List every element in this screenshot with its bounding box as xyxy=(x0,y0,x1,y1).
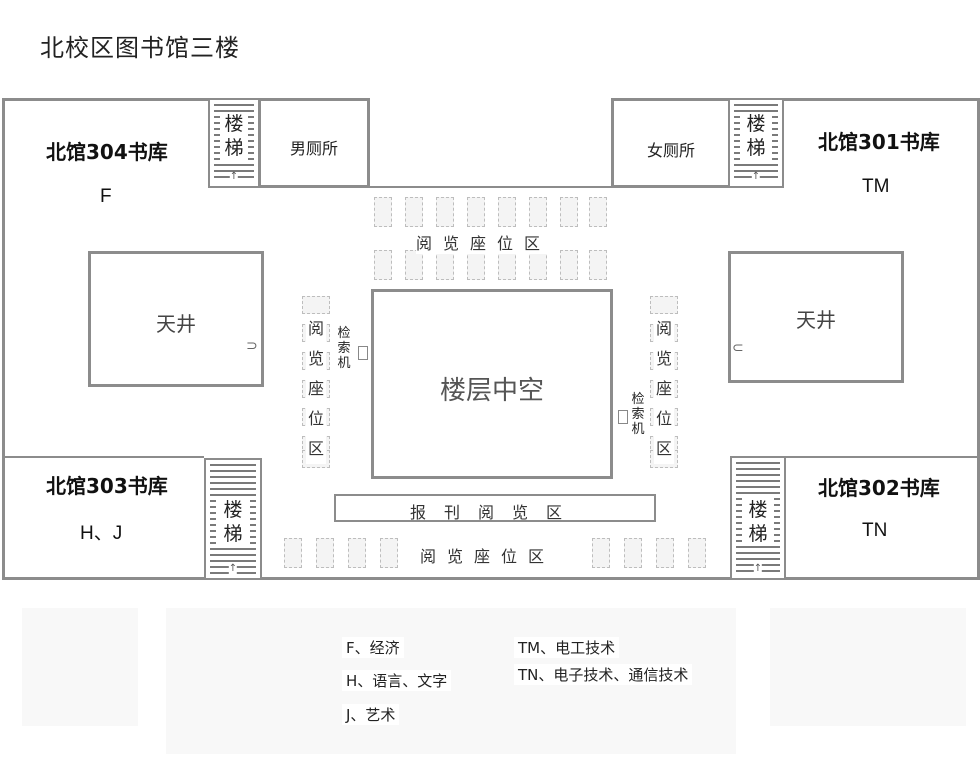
stair-arrow-icon: ↑ xyxy=(229,171,239,182)
womens-restroom[interactable]: 女厕所 xyxy=(611,98,731,188)
stair-ne[interactable]: 楼梯 ↑ xyxy=(728,98,784,188)
seat xyxy=(467,250,485,280)
newspaper-reading-label: 报刊阅览区 xyxy=(410,503,581,522)
seat xyxy=(380,538,398,568)
legend-item-tm: TM、电工技术 xyxy=(514,637,620,658)
atrium-right-label: 天井 xyxy=(796,308,836,332)
kiosk-left-icon[interactable] xyxy=(358,346,368,360)
seat xyxy=(498,250,516,280)
seat xyxy=(436,197,454,227)
vlabel-char: 览 xyxy=(306,344,326,374)
reading-seats-label-left: 阅 览 座 位 区 xyxy=(306,314,326,464)
stack-se-name: 北馆302书库 xyxy=(818,476,940,500)
stair-label: 楼梯 xyxy=(740,112,772,160)
atrium-right: 天井 xyxy=(728,251,904,383)
seat xyxy=(560,250,578,280)
seat xyxy=(316,538,334,568)
kiosk-label: 检索机 xyxy=(631,392,645,437)
floor-plan: 楼梯 ↑ 男厕所 女厕所 楼梯 ↑ 楼梯 ↑ 楼梯 ↑ 北馆304书库 F 北馆… xyxy=(2,98,980,580)
stair-label: 楼梯 xyxy=(216,498,250,546)
stair-sw[interactable]: 楼梯 ↑ xyxy=(204,458,262,580)
vlabel-char: 阅 xyxy=(306,314,326,344)
stack-nw-code: F xyxy=(100,186,112,207)
stack-se-code: TN xyxy=(862,520,888,541)
reading-seats-label-bottom: 阅览座位区 xyxy=(420,543,556,567)
stair-nw[interactable]: 楼梯 ↑ xyxy=(208,98,260,188)
kiosk-left[interactable]: 检索机 xyxy=(336,326,352,371)
stack-ne-name: 北馆301书库 xyxy=(818,130,940,154)
seat xyxy=(374,197,392,227)
stack-ne-code: TM xyxy=(862,176,890,197)
stair-label: 楼梯 xyxy=(220,112,248,160)
seat xyxy=(302,296,330,314)
central-void: 楼层中空 xyxy=(371,289,613,479)
mens-restroom[interactable]: 男厕所 xyxy=(258,98,370,188)
kiosk-label: 检索机 xyxy=(337,326,351,371)
vlabel-char: 座 xyxy=(654,374,674,404)
newspaper-reading-area[interactable]: 报刊阅览区 xyxy=(334,494,656,522)
stair-se[interactable]: 楼梯 ↑ xyxy=(730,456,786,580)
seat xyxy=(589,250,607,280)
seat xyxy=(592,538,610,568)
central-void-label: 楼层中空 xyxy=(439,376,544,406)
seat xyxy=(560,197,578,227)
womens-restroom-label: 女厕所 xyxy=(646,141,695,160)
kiosk-right-icon[interactable] xyxy=(618,410,628,424)
seat xyxy=(650,296,678,314)
atrium-left-label: 天井 xyxy=(156,312,196,336)
vlabel-char: 览 xyxy=(654,344,674,374)
legend-item-f: F、经济 xyxy=(342,637,404,658)
vlabel-char: 区 xyxy=(306,434,326,464)
seat xyxy=(467,197,485,227)
mens-restroom-label: 男厕所 xyxy=(289,139,338,158)
smudge xyxy=(22,608,138,726)
seat xyxy=(374,250,392,280)
reading-seats-label-right: 阅 览 座 位 区 xyxy=(654,314,674,464)
stack-nw-name: 北馆304书库 xyxy=(46,140,168,164)
kiosk-right[interactable]: 检索机 xyxy=(630,392,646,437)
vlabel-char: 座 xyxy=(306,374,326,404)
stair-label: 楼梯 xyxy=(742,498,774,546)
legend-item-tn: TN、电子技术、通信技术 xyxy=(514,664,693,685)
seat xyxy=(529,197,547,227)
divider-west xyxy=(4,456,204,458)
door-icon: ⊂ xyxy=(732,340,744,356)
seat xyxy=(436,250,454,280)
seat xyxy=(405,197,423,227)
stack-sw-name: 北馆303书库 xyxy=(46,474,168,498)
stair-arrow-icon: ↑ xyxy=(753,563,763,574)
seat xyxy=(624,538,642,568)
vlabel-char: 阅 xyxy=(654,314,674,344)
seat xyxy=(656,538,674,568)
stair-arrow-icon: ↑ xyxy=(751,171,761,182)
stair-arrow-icon: ↑ xyxy=(228,563,238,574)
vlabel-char: 区 xyxy=(654,434,674,464)
legend-item-h: H、语言、文字 xyxy=(342,670,452,691)
seat xyxy=(284,538,302,568)
door-icon: ⊃ xyxy=(246,338,258,354)
vlabel-char: 位 xyxy=(654,404,674,434)
legend-item-j: J、艺术 xyxy=(342,704,400,725)
reading-seats-label-top: 阅览座位区 xyxy=(416,230,552,254)
vlabel-char: 位 xyxy=(306,404,326,434)
seat xyxy=(348,538,366,568)
seat xyxy=(589,197,607,227)
seat xyxy=(529,250,547,280)
atrium-left: 天井 xyxy=(88,251,264,387)
seat xyxy=(498,197,516,227)
divider-east xyxy=(786,456,978,458)
smudge xyxy=(770,608,966,726)
seat xyxy=(405,250,423,280)
stack-sw-code: H、J xyxy=(80,523,123,544)
seat xyxy=(688,538,706,568)
page-title: 北校区图书馆三楼 xyxy=(40,34,240,62)
